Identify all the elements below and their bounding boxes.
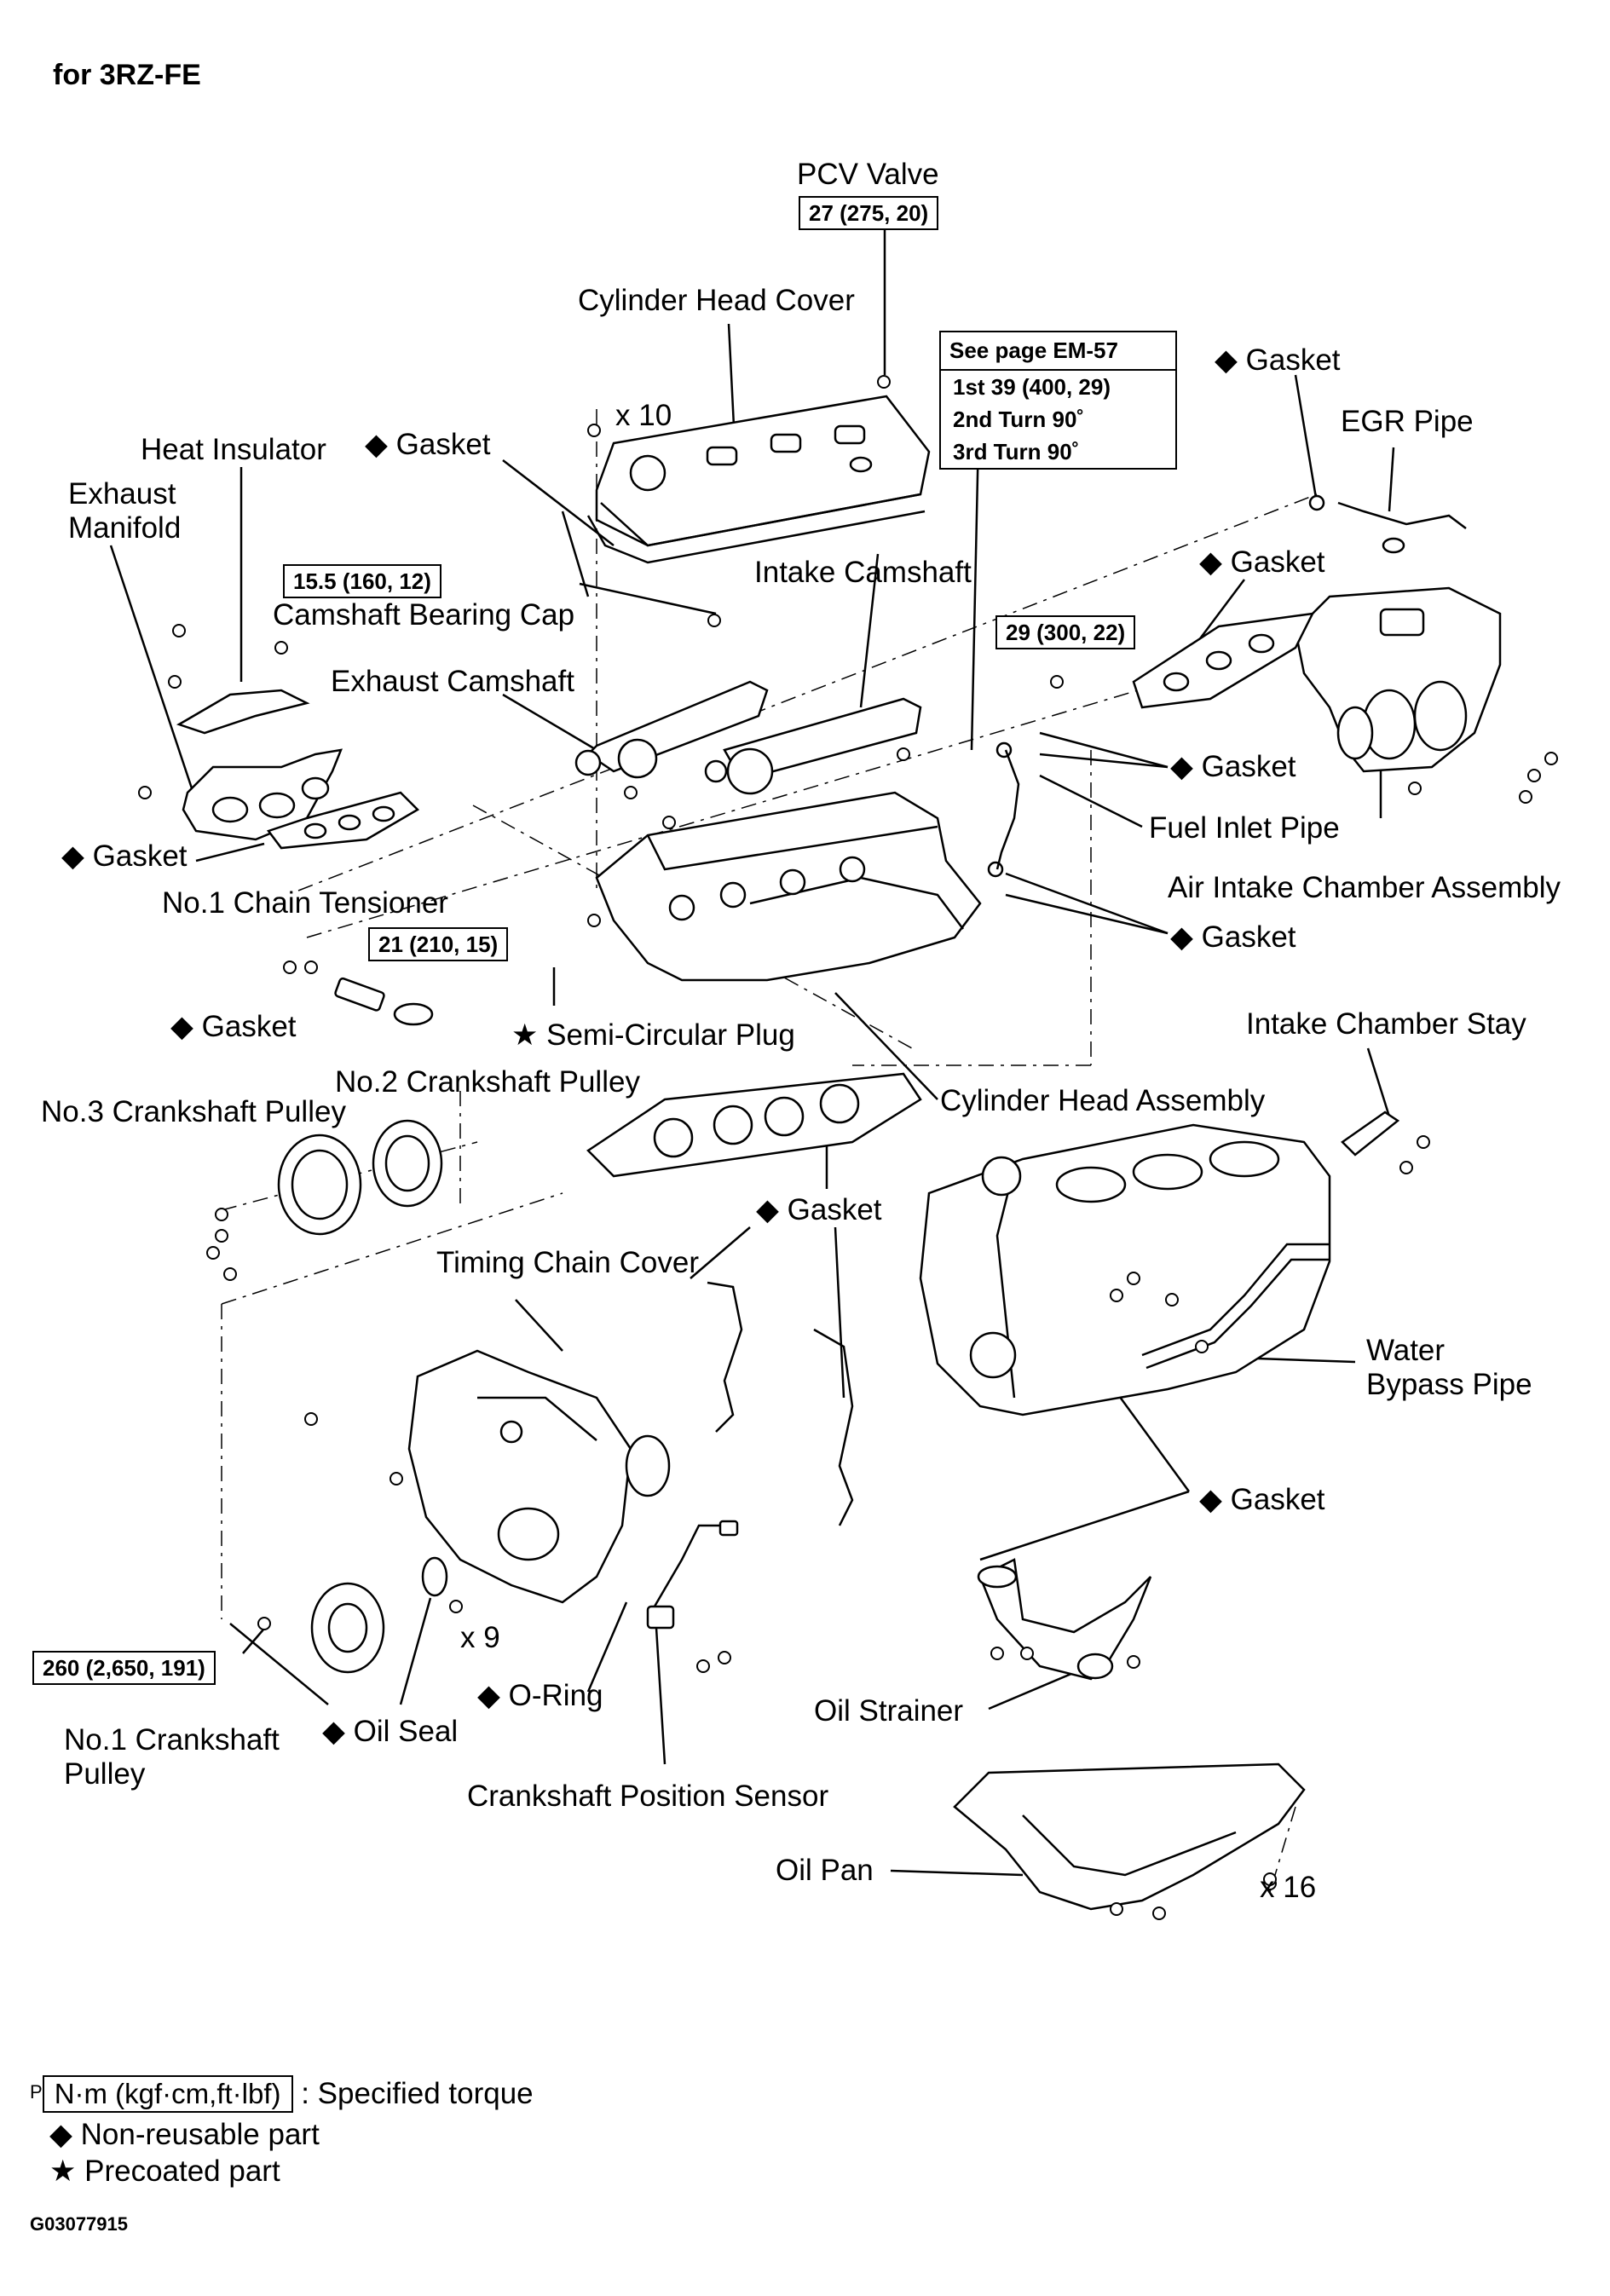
label-intake-camshaft: Intake Camshaft	[754, 556, 972, 589]
label-heat-insulator: Heat Insulator	[141, 433, 326, 466]
camshafts-shape	[574, 680, 922, 795]
exhaust-manifold-shape	[176, 689, 420, 850]
intake-gasket-shape	[1132, 494, 1467, 709]
label-gasket-head-cover: ◆ Gasket	[365, 428, 491, 461]
label-o-ring: ◆ O-Ring	[477, 1679, 603, 1712]
cylinder-head-cover-shape	[586, 395, 931, 564]
label-oil-strainer: Oil Strainer	[814, 1694, 964, 1728]
label-crank-position-sensor: Crankshaft Position Sensor	[467, 1780, 829, 1813]
label-no1-chain-tensioner: No.1 Chain Tensioner	[162, 886, 448, 920]
label-gasket-fuel-1: ◆ Gasket	[1170, 750, 1296, 783]
oil-pan-shape	[953, 1762, 1306, 1911]
label-cylinder-head-cover: Cylinder Head Cover	[578, 284, 855, 317]
label-semi-circular-plug: ★ Semi-Circular Plug	[511, 1018, 795, 1052]
chain-tensioner-shape	[334, 977, 434, 1026]
label-camshaft-bearing-cap: Camshaft Bearing Cap	[273, 598, 575, 632]
legend-non-reusable: ◆ Non-reusable part	[49, 2118, 320, 2151]
label-x16: x 16	[1260, 1871, 1317, 1904]
label-air-intake-chamber: Air Intake Chamber Assembly	[1168, 871, 1561, 904]
label-intake-chamber-stay: Intake Chamber Stay	[1246, 1007, 1526, 1041]
label-oil-seal: ◆ Oil Seal	[322, 1715, 459, 1748]
crankshaft-pulleys-shape	[277, 1119, 448, 1674]
spec-box-line-2: 2nd Turn 90˚	[953, 407, 1085, 432]
label-gasket-head: ◆ Gasket	[756, 1193, 882, 1226]
label-gasket-intake: ◆ Gasket	[1199, 545, 1325, 579]
spec-box-header: See page EM-57	[941, 332, 1175, 371]
label-no3-crank-pulley: No.3 Crankshaft Pulley	[41, 1095, 346, 1128]
label-x9: x 9	[460, 1621, 500, 1654]
torque-fuel: 29 (300, 22)	[995, 615, 1136, 649]
label-gasket-exhaust: ◆ Gasket	[61, 839, 188, 873]
cylinder-head-assembly-shape	[595, 791, 982, 982]
head-gasket-shape	[586, 1072, 922, 1178]
legend-unit-box: N·m (kgf·cm,ft·lbf)	[42, 2075, 293, 2113]
label-no1-crank-pulley-2: Pulley	[64, 1757, 146, 1791]
label-fuel-inlet-pipe: Fuel Inlet Pipe	[1149, 811, 1340, 845]
label-cylinder-head-assembly: Cylinder Head Assembly	[940, 1084, 1266, 1117]
label-exhaust-manifold-1: Exhaust	[68, 477, 176, 511]
label-gasket-tensioner: ◆ Gasket	[170, 1010, 297, 1043]
oil-strainer-shape	[977, 1558, 1152, 1681]
torque-tensioner: 21 (210, 15)	[368, 927, 509, 961]
label-exhaust-manifold-2: Manifold	[68, 511, 182, 545]
spec-box-line-1: 1st 39 (400, 29)	[953, 374, 1111, 400]
label-gasket-egr: ◆ Gasket	[1215, 343, 1341, 377]
label-pcv-valve: PCV Valve	[797, 158, 939, 191]
label-egr-pipe: EGR Pipe	[1341, 405, 1474, 438]
legend-p-mark: P	[30, 2081, 43, 2103]
cylinder-block-shape	[919, 1123, 1331, 1416]
label-gasket-water: ◆ Gasket	[1199, 1483, 1325, 1516]
label-no1-crank-pulley-1: No.1 Crankshaft	[64, 1723, 280, 1757]
timing-chain-cover-shape	[407, 1349, 671, 1604]
figure-id: G03077915	[30, 2213, 128, 2235]
page-title: for 3RZ-FE	[53, 59, 201, 91]
label-x10: x 10	[615, 399, 672, 432]
label-water-bypass-1: Water	[1366, 1334, 1446, 1367]
label-exhaust-camshaft: Exhaust Camshaft	[331, 665, 574, 698]
intake-chamber-stay-shape	[1341, 1111, 1400, 1157]
spec-box: See page EM-57 1st 39 (400, 29) 2nd Turn…	[939, 331, 1177, 470]
label-gasket-fuel-2: ◆ Gasket	[1170, 920, 1296, 954]
bolts	[138, 375, 1558, 1920]
crank-sensor-shape	[646, 1520, 739, 1630]
torque-bearing-cap: 15.5 (160, 12)	[283, 564, 441, 598]
label-no2-crank-pulley: No.2 Crankshaft Pulley	[335, 1065, 640, 1099]
water-bypass-pipe-shape	[1141, 1243, 1330, 1370]
legend-torque-text: : Specified torque	[301, 2077, 534, 2110]
air-intake-chamber-shape	[1294, 586, 1502, 773]
chain-cover-gaskets-shape	[707, 1281, 854, 1526]
label-oil-pan: Oil Pan	[776, 1854, 874, 1887]
legend-precoated: ★ Precoated part	[49, 2155, 280, 2188]
label-water-bypass-2: Bypass Pipe	[1366, 1368, 1532, 1401]
spec-box-line-3: 3rd Turn 90˚	[953, 439, 1080, 464]
torque-crank-bolt: 260 (2,650, 191)	[32, 1651, 216, 1685]
fuel-inlet-pipe-shape	[987, 741, 1020, 878]
label-timing-chain-cover: Timing Chain Cover	[436, 1246, 699, 1279]
torque-pcv: 27 (275, 20)	[799, 196, 939, 230]
